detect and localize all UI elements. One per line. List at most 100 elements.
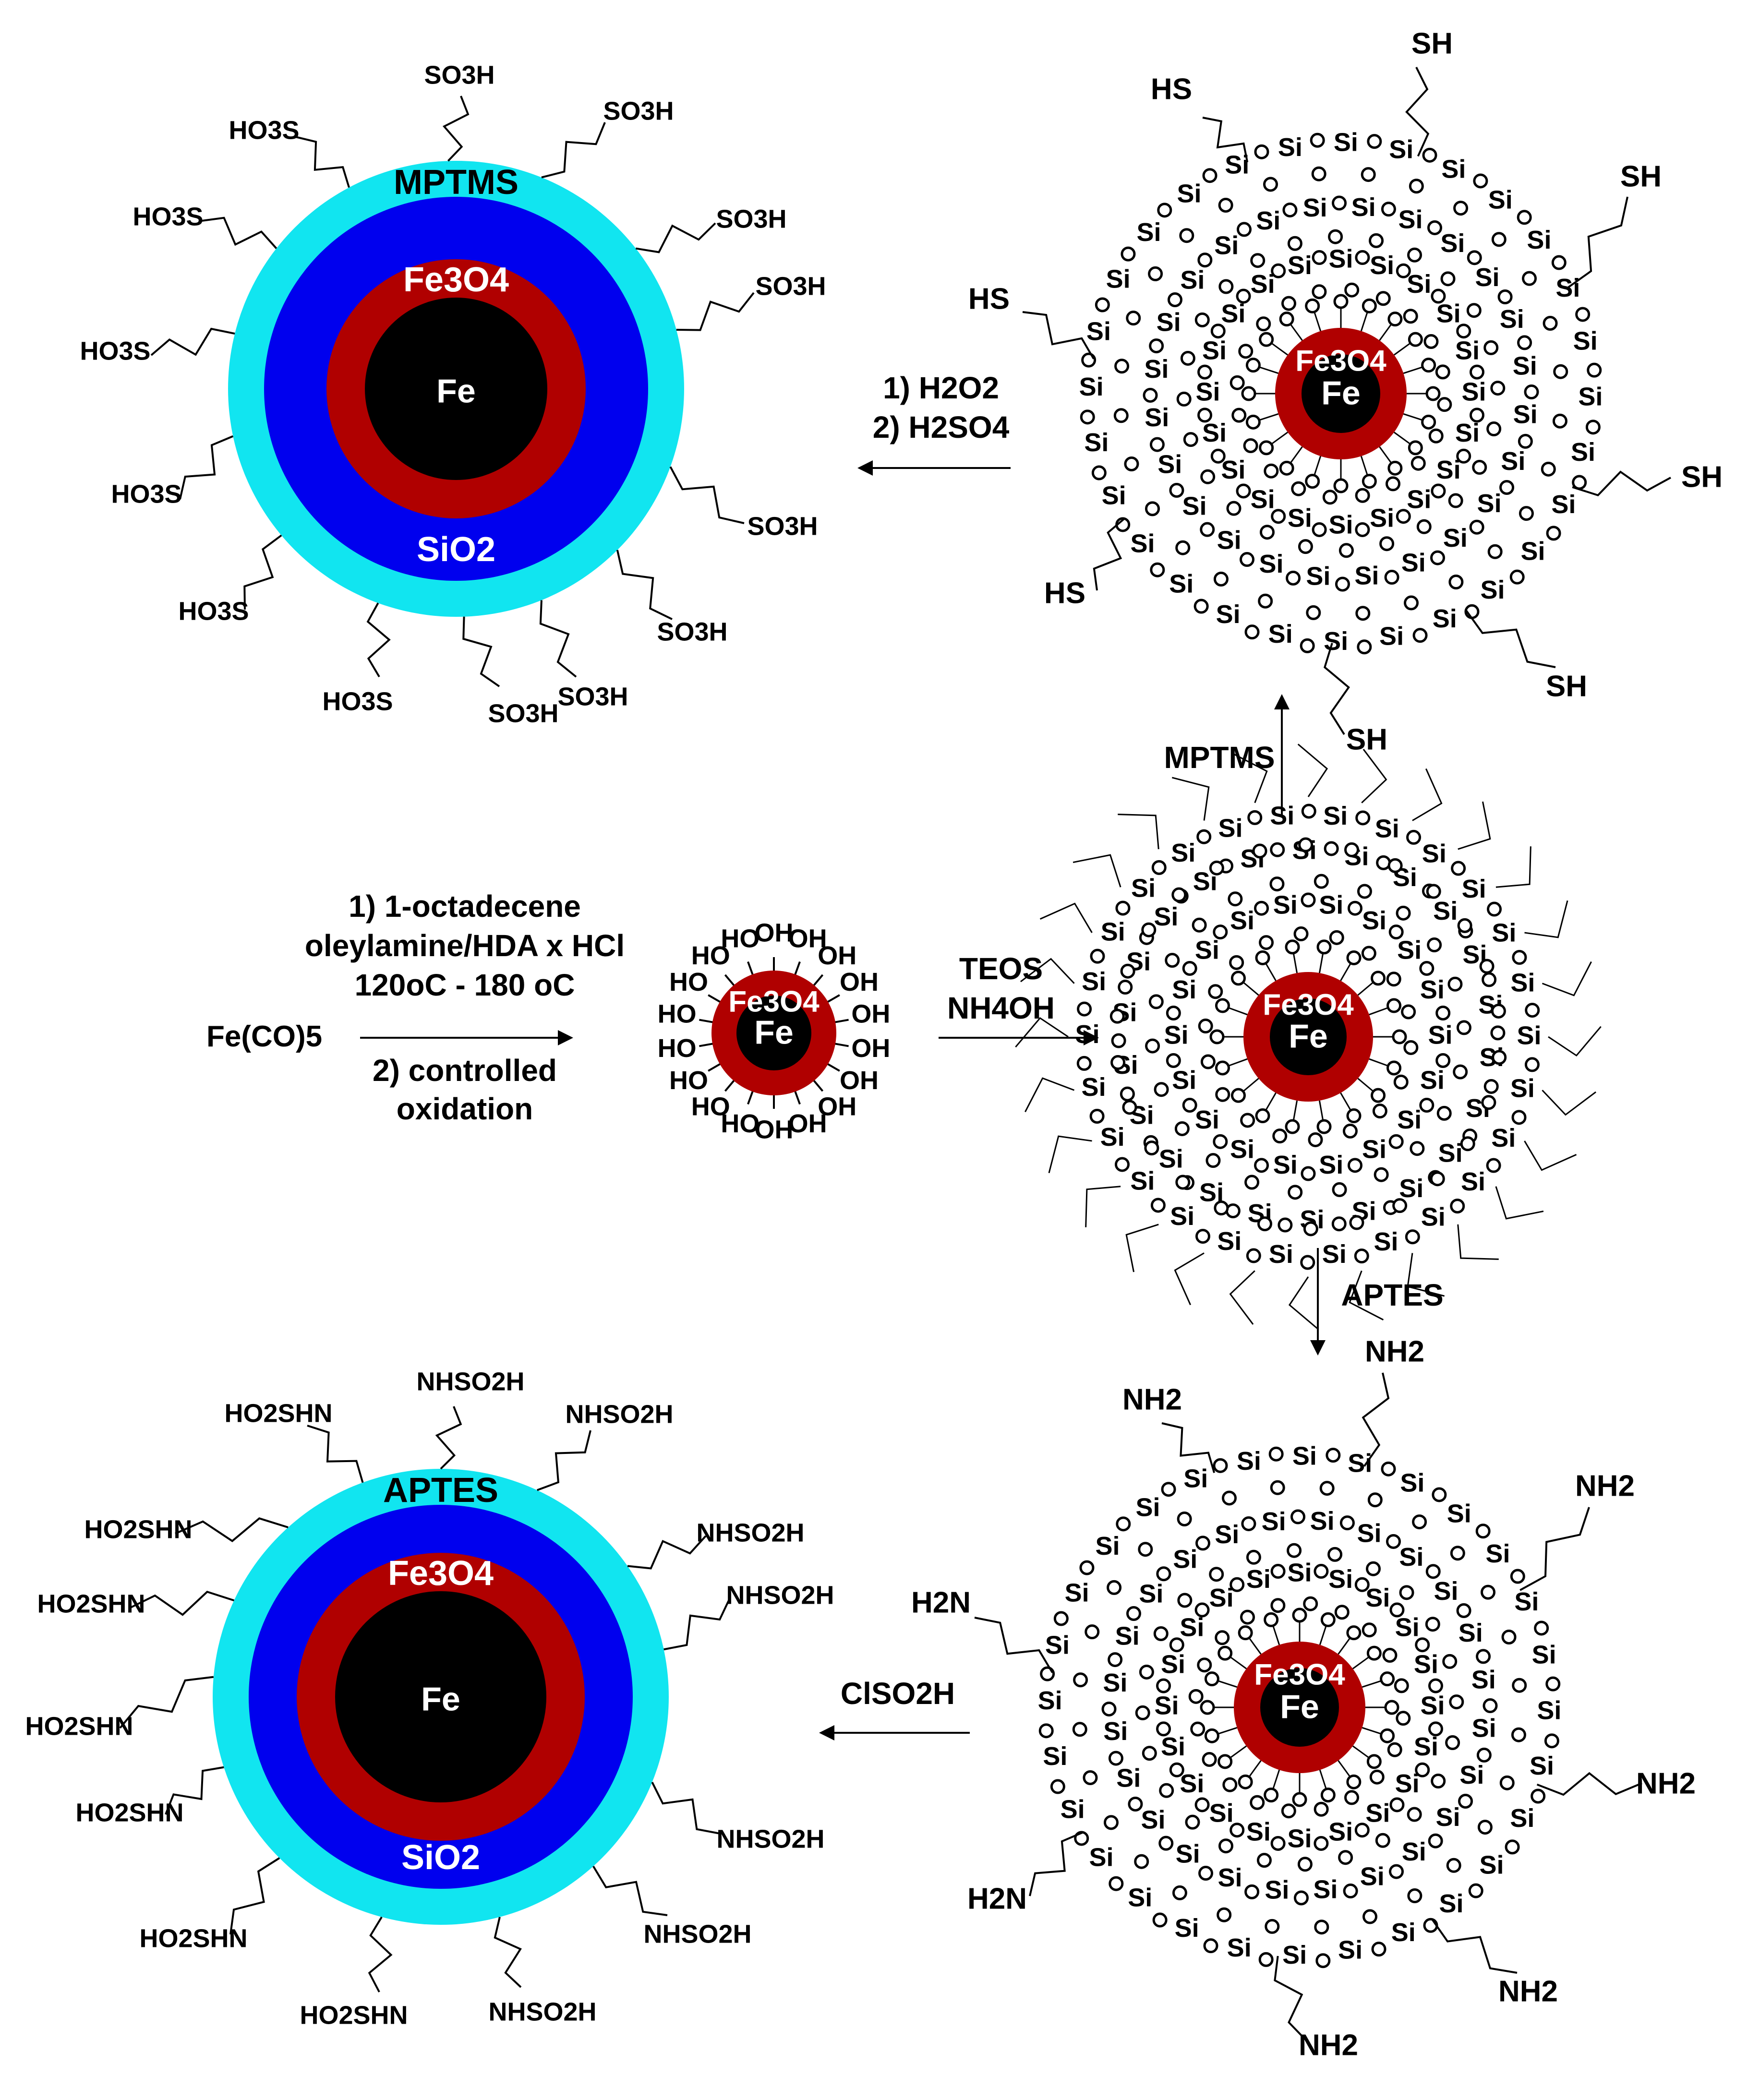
ethoxy-group — [1073, 854, 1121, 888]
hydroxyl-group: OH — [818, 1092, 856, 1121]
oxygen-atom — [1158, 1836, 1174, 1851]
oxygen-atom — [1453, 201, 1469, 216]
oxygen-atom — [1138, 1542, 1153, 1557]
oxygen-atom — [1426, 884, 1441, 899]
oxygen-atom — [1240, 552, 1255, 567]
ethoxy-group — [1524, 900, 1568, 938]
silicon-atom: Si — [1434, 1577, 1458, 1606]
oxygen-atom — [1396, 905, 1411, 921]
silicon-atom: Si — [1180, 265, 1205, 294]
silicon-atom: Si — [1477, 489, 1502, 518]
fe-core — [335, 1591, 546, 1802]
silicon-atom: Si — [1101, 917, 1125, 946]
silicon-atom: Si — [1154, 1691, 1179, 1720]
oxygen-atom — [1388, 924, 1404, 940]
oxygen-atom — [1408, 332, 1423, 347]
oxygen-atom — [1301, 892, 1316, 908]
silicon-atom: Si — [1532, 1641, 1556, 1669]
oxygen-atom — [1149, 437, 1165, 452]
silicon-atom: Si — [1328, 510, 1353, 539]
silicon-atom: Si — [1513, 400, 1538, 429]
oxygen-atom — [1167, 292, 1182, 308]
propyl-chain — [1161, 1422, 1216, 1473]
oxygen-atom — [1328, 229, 1343, 244]
ethoxy-group — [1412, 768, 1443, 821]
ethoxy-group — [1495, 846, 1531, 888]
silicon-atom: Si — [1399, 1543, 1423, 1572]
fe3o4-shell-label: Fe3O4 — [1254, 1658, 1345, 1691]
oxygen-atom — [1305, 298, 1320, 313]
ethoxy-group — [1524, 1140, 1577, 1171]
silicon-atom: Si — [1259, 550, 1284, 578]
propyl-chain — [243, 534, 282, 610]
oxygen-atom — [1381, 1461, 1396, 1476]
silicon-atom: Si — [1501, 447, 1525, 476]
oxygen-atom — [1490, 1025, 1506, 1041]
silicon-atom: Si — [1433, 604, 1457, 633]
oxygen-atom — [1230, 1088, 1246, 1103]
oxygen-atom — [1491, 232, 1507, 247]
propyl-chain — [1274, 1956, 1307, 2041]
oxygen-atom — [1144, 1140, 1159, 1156]
oxygen-atom — [1430, 550, 1445, 565]
silicon-atom: Si — [1230, 1135, 1254, 1164]
oxygen-atom — [1314, 1836, 1329, 1851]
thiol-group: SH — [1411, 27, 1453, 60]
ethoxy-group — [1407, 1253, 1445, 1297]
oxygen-atom — [1332, 195, 1347, 211]
oxygen-atom — [1303, 1596, 1318, 1611]
oxygen-atom — [1244, 624, 1260, 640]
propyl-chain — [1567, 196, 1628, 289]
oxygen-atom — [1445, 1735, 1460, 1751]
oxygen-atom — [1369, 233, 1384, 248]
oxygen-atom — [1406, 829, 1422, 845]
step2-condition-2: NH4OH — [947, 991, 1055, 1025]
oxygen-atom — [1279, 460, 1294, 476]
propyl-chain — [366, 602, 391, 678]
oxygen-atom — [1172, 1885, 1187, 1900]
oxygen-atom — [1472, 460, 1487, 475]
silicon-atom: Si — [1461, 377, 1486, 406]
oxygen-atom — [1246, 1549, 1261, 1565]
oxygen-atom — [1116, 1516, 1131, 1532]
oxygen-atom — [1572, 475, 1587, 490]
reagent-fe-co5: Fe(CO)5 — [206, 1020, 322, 1053]
sulfonic-acid-group: SO3H — [603, 96, 674, 125]
oxygen-atom — [1430, 1171, 1445, 1187]
oxygen-atom — [1183, 432, 1198, 447]
propyl-chain — [539, 600, 577, 678]
oxygen-atom — [1053, 1611, 1069, 1626]
oxygen-atom — [1271, 263, 1286, 278]
silicon-atom: Si — [1323, 802, 1348, 830]
oxygen-atom — [1301, 1166, 1316, 1181]
oxygen-atom — [1524, 384, 1539, 400]
si-o-bond — [1218, 1680, 1238, 1688]
silicon-atom: Si — [1389, 135, 1413, 164]
oxygen-atom — [1215, 1060, 1230, 1076]
si-o-bond — [1379, 324, 1392, 341]
propyl-chain — [592, 1865, 668, 1916]
oxygen-atom — [1185, 1814, 1200, 1830]
oxygen-atom — [1312, 522, 1327, 537]
silicon-atom: Si — [1084, 428, 1109, 457]
oxygen-atom — [1271, 509, 1286, 524]
oxygen-atom — [1316, 939, 1332, 955]
ethoxy-group — [1048, 1135, 1092, 1174]
oxygen-atom — [1384, 1700, 1399, 1715]
oxygen-atom — [1481, 1584, 1496, 1600]
oxygen-atom — [1115, 900, 1131, 916]
oxygen-atom — [1374, 1167, 1389, 1182]
amine-group: NH2 — [1365, 1335, 1424, 1368]
ethoxy-group — [1025, 1077, 1075, 1113]
oxygen-atom — [1490, 381, 1506, 396]
oxygen-atom — [1512, 1678, 1527, 1693]
oxygen-atom — [1412, 628, 1428, 643]
oxygen-atom — [1149, 338, 1164, 354]
oxygen-atom — [1458, 1793, 1473, 1809]
propyl-chain — [494, 1917, 522, 1988]
oxygen-atom — [1150, 562, 1165, 577]
thiol-group: HS — [1044, 576, 1085, 610]
oxygen-atom — [1355, 488, 1370, 503]
oxygen-atom — [1222, 1777, 1238, 1792]
